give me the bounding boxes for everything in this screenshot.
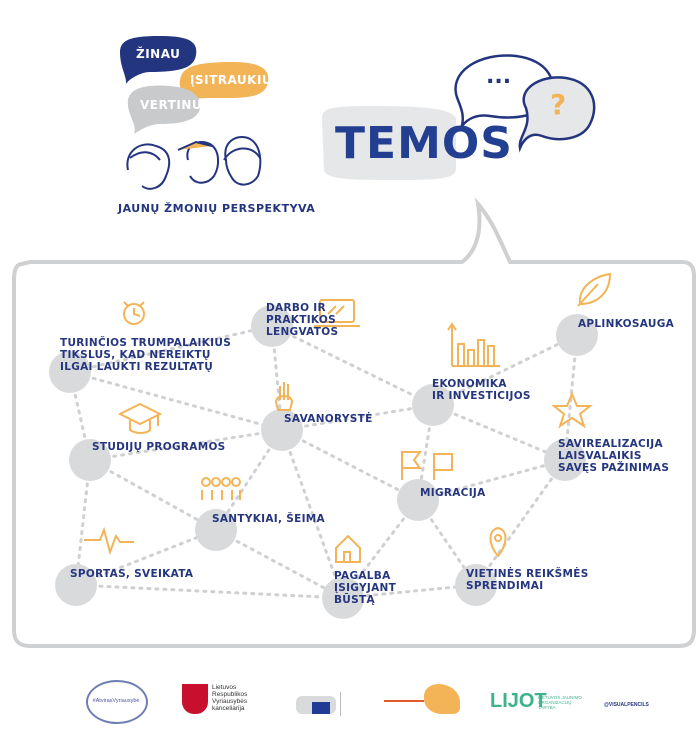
faces-illustration xyxy=(126,136,262,190)
topic-nodes xyxy=(49,305,598,619)
topic-node xyxy=(195,509,237,551)
topic-node xyxy=(69,439,111,481)
subtitle: JAUNŲ ŽMONIŲ PERSPEKTYVA xyxy=(118,202,316,215)
topic-node xyxy=(261,409,303,451)
topic-link xyxy=(416,458,567,502)
alarm-clock-icon xyxy=(123,301,145,325)
coat-of-arms-logo xyxy=(182,684,208,714)
topic-node xyxy=(55,564,97,606)
bar-chart-icon xyxy=(447,322,500,367)
bubble-isitraukiu xyxy=(179,62,269,100)
topic-link xyxy=(270,324,435,407)
topic-link xyxy=(68,324,274,374)
topic-node xyxy=(455,564,497,606)
topic-link xyxy=(431,403,567,462)
topic-label-economy: EKONOMIKA IR INVESTICIJOS xyxy=(432,378,531,402)
topic-node xyxy=(412,384,454,426)
topic-link xyxy=(88,428,284,462)
topic-board xyxy=(12,197,696,648)
topic-label-local-decisions: VIETINĖS REIKŠMĖS SPRENDIMAI xyxy=(466,568,589,592)
topic-link xyxy=(88,458,218,532)
star-icon xyxy=(551,391,593,429)
ellipsis-text: ... xyxy=(486,64,512,89)
topic-link xyxy=(280,428,420,502)
partner-logo-line xyxy=(384,700,424,702)
topic-label-volunteering: SAVANORYSTĖ xyxy=(284,413,373,425)
topic-node xyxy=(322,577,364,619)
visual-pencils-logo: @VISUALPENCILS xyxy=(604,702,649,708)
topic-label-relationships: SANTYKIAI, ŠEIMA xyxy=(212,513,325,525)
bubble-label-isitraukiu: ĮSITRAUKIU xyxy=(190,73,273,87)
open-government-logo xyxy=(86,680,148,724)
topic-link xyxy=(74,583,345,600)
eu-flag-icon xyxy=(312,702,330,714)
eu-fund-text-block xyxy=(340,692,367,716)
thought-bubbles xyxy=(454,54,596,153)
temos-box xyxy=(322,106,456,180)
topic-label-short-term-goals: TURINČIOS TRUMPALAIKIUS TIKSLUS, KAD NER… xyxy=(60,337,232,373)
heartbeat-icon xyxy=(84,526,134,556)
government-office-text: Lietuvos Respublikos Vyriausybės kanceli… xyxy=(212,684,248,712)
open-government-logo-text: #AtvirasVyriausybė xyxy=(92,698,140,704)
topic-node xyxy=(397,479,439,521)
bubble-vertinu xyxy=(127,85,201,134)
topic-node xyxy=(544,439,586,481)
lijot-subtitle: LIETUVOS JAUNIMO ORGANIZACIJŲ TARYBA xyxy=(538,695,582,710)
bubble-label-ziinau: ŽINAU xyxy=(136,47,181,61)
bubble-ziinau xyxy=(120,36,197,84)
topic-link xyxy=(214,528,345,600)
laptop-icon xyxy=(314,299,360,327)
topic-label-sports-health: SPORTAS, SVEIKATA xyxy=(70,568,194,580)
topic-icons xyxy=(84,272,612,563)
leaf-icon xyxy=(577,272,612,307)
topic-link xyxy=(280,403,435,432)
graduation-cap-icon xyxy=(117,402,163,434)
topic-label-self-realization: SAVIREALIZACIJA LAISVALAIKIS SAVĘS PAŽIN… xyxy=(558,438,670,474)
topic-link xyxy=(74,528,218,587)
lijot-logo: LIJOT xyxy=(490,690,547,712)
topic-label-work-practice: DARBO IR PRAKTIKOS LENGVATOS xyxy=(266,302,339,338)
topic-link xyxy=(280,428,345,600)
topic-node xyxy=(251,305,293,347)
location-pin-icon xyxy=(489,526,507,558)
topic-link xyxy=(341,583,478,600)
people-icon xyxy=(201,477,241,500)
bubble-label-vertinu: VERTINU xyxy=(140,98,203,112)
topic-node xyxy=(556,314,598,356)
topic-link xyxy=(68,370,284,432)
topic-link xyxy=(474,458,567,587)
topic-label-environment: APLINKOSAUGA xyxy=(578,318,675,330)
house-icon xyxy=(335,534,361,563)
question-mark: ? xyxy=(550,88,567,121)
topic-label-study-programs: STUDIJŲ PROGRAMOS xyxy=(92,441,226,453)
topic-label-housing: PAGALBA ĮSIGYJANT BŪSTĄ xyxy=(334,570,397,606)
raised-hand-icon xyxy=(274,382,294,411)
topic-label-migration: MIGRACIJA xyxy=(420,487,486,499)
topic-link xyxy=(431,333,579,407)
partner-logo-orange xyxy=(424,684,460,714)
bubble-question xyxy=(518,76,596,153)
logo-bubbles xyxy=(120,36,269,134)
page-title: TEMOS xyxy=(335,118,513,169)
flags-icon xyxy=(401,451,453,480)
topic-node xyxy=(49,351,91,393)
